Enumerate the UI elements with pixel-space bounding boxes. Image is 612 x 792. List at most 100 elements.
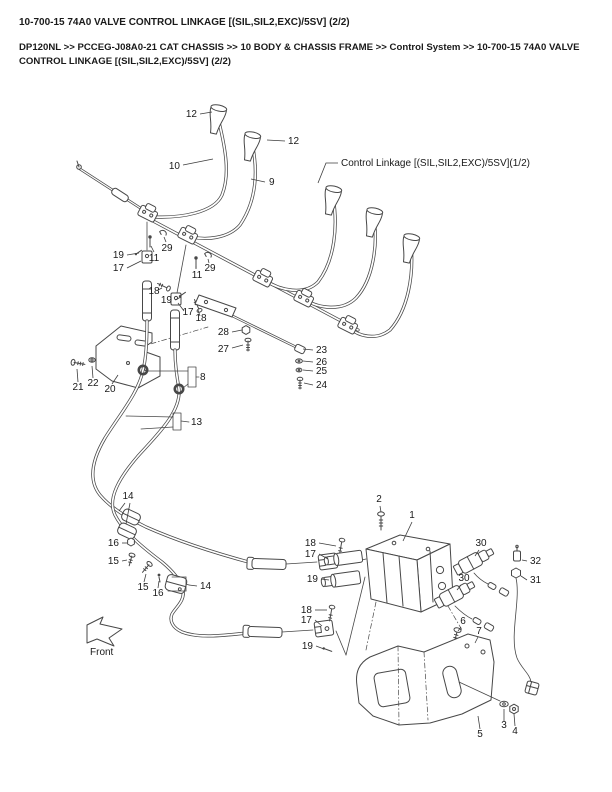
leader-line-20	[111, 374, 119, 385]
callout-18-b: 18	[195, 313, 207, 324]
clevis-17	[313, 619, 335, 638]
knob	[402, 233, 421, 264]
pin-16	[157, 573, 161, 583]
leader-line-23	[302, 348, 314, 351]
lever-a	[264, 195, 337, 292]
wire-terminal	[483, 622, 495, 632]
leader-line-16-b	[157, 580, 160, 589]
leader-line-21	[76, 368, 79, 383]
knob	[324, 185, 343, 216]
washer-22	[88, 357, 96, 363]
control-levers	[153, 116, 414, 338]
leader-line-14-a	[118, 502, 126, 512]
cable-upper-ends	[134, 221, 203, 351]
control-shaft	[138, 212, 360, 332]
bolt-21	[70, 358, 86, 367]
solenoids	[433, 544, 540, 696]
leader-line-22	[91, 365, 94, 379]
callout-1: 1	[409, 510, 415, 521]
leader-line-19-a	[126, 252, 140, 256]
snap-ring-29	[159, 229, 167, 236]
knob-12	[209, 104, 228, 135]
knob-12	[243, 131, 262, 162]
nut-4	[509, 703, 519, 715]
leader-line-25	[302, 369, 314, 372]
callout-25: 25	[316, 366, 328, 377]
callout-15-b: 15	[137, 582, 149, 593]
rod-end	[294, 343, 306, 355]
nut-16	[127, 537, 135, 547]
page-title: 10-700-15 74A0 VALVE CONTROL LINKAGE [(S…	[19, 17, 350, 28]
pin-11	[148, 235, 152, 248]
nut-28	[241, 325, 251, 335]
leader-line-19-b	[174, 296, 182, 301]
link-rod-23	[194, 294, 306, 390]
breadcrumb: DP120NL >> PCCEG-J08A0-21 CAT CHASSIS >>…	[19, 42, 580, 67]
group-box-13	[125, 412, 190, 431]
leader-line-12-left	[199, 111, 213, 115]
callout-18-c: 18	[305, 538, 317, 549]
leader-line-12-right	[266, 139, 286, 142]
valve-spool	[323, 549, 364, 567]
callout-19-d: 19	[302, 641, 314, 652]
callout-6: 6	[460, 616, 466, 627]
callout-19-c: 19	[307, 574, 319, 585]
callout-14-a: 14	[122, 491, 134, 502]
callout-28: 28	[218, 327, 230, 338]
solenoid-30	[452, 548, 495, 576]
bolt-27	[244, 337, 252, 352]
leader-line-7	[474, 636, 479, 644]
leader-line-17-d	[314, 619, 323, 627]
callout-29-a: 29	[161, 243, 173, 254]
callout-30-a: 30	[475, 538, 487, 549]
leader-line-18-b	[197, 309, 201, 317]
callout-20: 20	[104, 384, 116, 395]
callout-12-right: 12	[288, 136, 300, 147]
callout-4: 4	[512, 726, 518, 737]
leader-line-29-b	[207, 258, 210, 264]
leader-line-30-b	[456, 584, 462, 591]
callout-13: 13	[191, 417, 203, 428]
leader-line-14-a	[125, 502, 131, 525]
leader-line-15-a	[121, 559, 128, 562]
callout-3: 3	[501, 720, 507, 731]
leader-line-17-b	[177, 302, 185, 312]
callout-12-left: 12	[186, 109, 198, 120]
sensor-32	[513, 544, 521, 562]
grommet-8	[173, 383, 185, 395]
callout-22: 22	[87, 378, 99, 389]
washer-25	[295, 367, 303, 373]
leader-line-17-c	[318, 553, 329, 560]
cable-end-fitting	[242, 624, 283, 638]
washer-3	[499, 700, 509, 708]
leader-line-24	[303, 382, 314, 386]
cotter-pin-19	[322, 647, 333, 652]
bolt-18	[157, 282, 171, 292]
leader-line-15-b	[143, 573, 147, 583]
bolt-15	[128, 552, 136, 567]
control-cables	[91, 319, 254, 638]
callout-21: 21	[72, 382, 84, 393]
lever-c	[348, 243, 414, 338]
selector-rod	[76, 160, 150, 215]
callout-11-b: 11	[192, 270, 203, 281]
callout-7: 7	[476, 626, 482, 637]
callout-30-b: 30	[458, 573, 470, 584]
callout-front-label: Front	[90, 647, 114, 658]
callout-10: 10	[169, 161, 181, 172]
bolt-15	[142, 561, 153, 573]
callout-16-a: 16	[108, 538, 120, 549]
leader-line-19-d	[315, 645, 325, 650]
leader-line-11-a	[150, 245, 155, 253]
callout-29-b: 29	[204, 263, 216, 274]
callout-11-a: 11	[149, 253, 160, 264]
valve-spool	[320, 570, 362, 588]
clevis-17	[170, 292, 182, 306]
callout-5: 5	[477, 729, 483, 740]
leader-line-29-a	[163, 236, 167, 243]
wire-terminal	[472, 617, 482, 625]
group-box-14	[167, 576, 190, 592]
group-box-8	[146, 366, 200, 389]
